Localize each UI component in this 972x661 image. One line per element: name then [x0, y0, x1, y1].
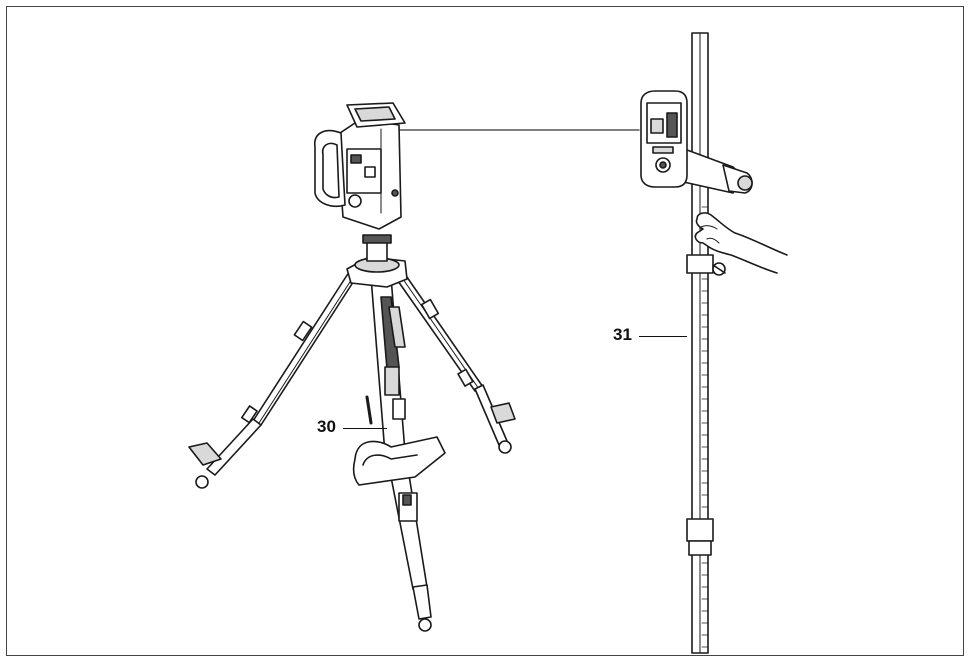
rotation-laser — [314, 102, 406, 230]
tripod-leg-clamp — [352, 436, 446, 522]
hand — [694, 212, 788, 274]
figure-frame: 30 31 — [6, 6, 964, 656]
callout-rod-label: 31 — [613, 325, 632, 344]
tripod-head — [346, 234, 408, 288]
callout-rod-leader — [639, 336, 687, 337]
laser-receiver — [640, 90, 753, 194]
tripod — [188, 234, 516, 632]
callout-tripod-label: 30 — [317, 417, 336, 436]
tripod-leg-left — [188, 268, 360, 489]
rod-clamp — [686, 254, 726, 276]
tripod-leg-right — [390, 266, 516, 454]
callout-tripod-leader — [343, 428, 387, 429]
illustration-canvas — [188, 32, 788, 654]
leveling-rod — [686, 32, 726, 654]
